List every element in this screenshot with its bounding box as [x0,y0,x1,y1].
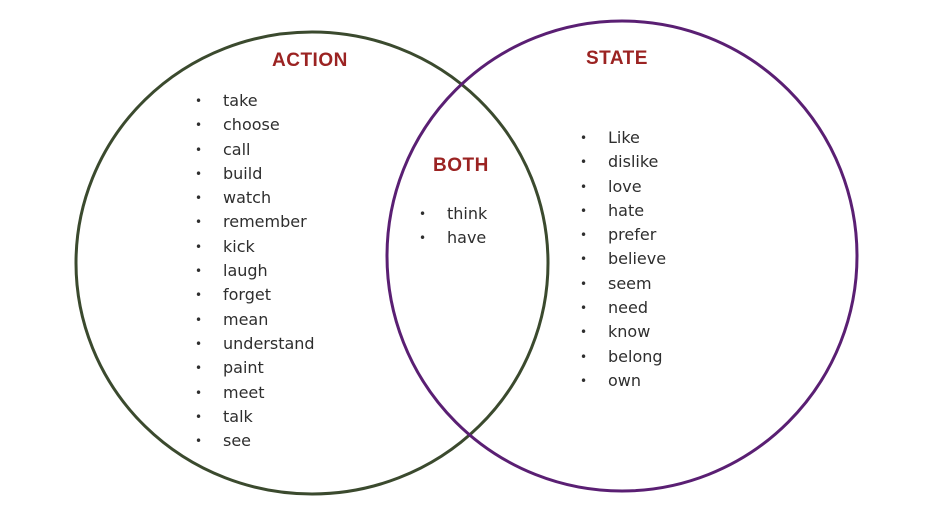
list-item: • hate [580,199,666,223]
list-item-label: belong [608,346,663,366]
list-item: • take [195,89,315,113]
list-item: • see [195,429,315,453]
state-circle [385,19,859,493]
list-item-label: forget [223,285,271,305]
bullet-icon: • [195,191,203,206]
list-item-label: laugh [223,261,268,281]
bullet-icon: • [580,131,588,145]
list-item-label: call [223,139,251,159]
action-circle [74,30,550,496]
list-item: • laugh [195,259,315,283]
bullet-icon: • [580,373,588,388]
list-item: • remember [195,210,315,234]
both-word-list: • think • have [419,202,487,251]
list-item: • watch [195,186,315,210]
list-item-label: see [223,431,252,451]
action-title: ACTION [272,50,348,71]
list-item: • prefer [580,223,666,247]
list-item-label: understand [223,333,315,353]
list-item-label: believe [608,249,667,269]
list-item-label: love [608,176,642,196]
bullet-icon: • [195,434,203,449]
list-item-label: think [447,204,488,223]
list-item: • choose [195,113,315,137]
list-item-label: watch [223,188,272,208]
action-word-list: • take • choose • call • build • watch • remember • k… [195,89,315,453]
list-item-label: hate [608,200,645,220]
bullet-icon: • [580,252,588,267]
list-item-label: kick [223,236,255,256]
list-item-label: mean [223,309,269,329]
list-item-label: build [223,163,263,183]
bullet-icon: • [419,207,427,221]
bullet-icon: • [419,231,427,246]
list-item-label: prefer [608,225,657,245]
list-item-label: know [608,322,651,342]
bullet-icon: • [195,239,203,254]
bullet-icon: • [195,336,203,351]
both-title: BOTH [433,155,489,176]
list-item-label: remember [223,212,307,232]
list-item-label: paint [223,358,264,378]
list-item: • meet [195,381,315,405]
state-word-list: • Like • dislike • love • hate • prefer • believe • s… [580,126,666,393]
list-item-label: dislike [608,152,659,172]
bullet-icon: • [195,312,203,327]
list-item: • talk [195,405,315,429]
list-item-label: need [608,298,648,318]
list-item: • build [195,162,315,186]
bullet-icon: • [195,215,203,230]
bullet-icon: • [580,179,588,194]
bullet-icon: • [580,155,588,170]
list-item: • understand [195,332,315,356]
list-item: • forget [195,283,315,307]
list-item-label: take [223,91,258,110]
bullet-icon: • [195,385,203,400]
bullet-icon: • [580,228,588,243]
bullet-icon: • [580,301,588,316]
list-item: • need [580,296,666,320]
bullet-icon: • [580,349,588,364]
bullet-icon: • [580,276,588,291]
bullet-icon: • [195,94,203,108]
bullet-icon: • [195,361,203,376]
list-item-label: have [447,228,487,248]
list-item-label: Like [608,128,640,147]
list-item: • think [419,202,487,226]
bullet-icon: • [195,409,203,424]
list-item: • paint [195,356,315,380]
list-item: • own [580,369,666,393]
list-item-label: talk [223,406,253,426]
list-item: • call [195,138,315,162]
bullet-icon: • [580,203,588,218]
list-item: • seem [580,272,666,296]
bullet-icon: • [195,118,203,133]
list-item: • believe [580,247,666,271]
bullet-icon: • [195,264,203,279]
list-item-label: own [608,370,642,390]
bullet-icon: • [580,325,588,340]
list-item: • love [580,175,666,199]
list-item: • kick [195,235,315,259]
list-item-label: meet [223,382,265,402]
bullet-icon: • [195,142,203,157]
list-item: • Like [580,126,666,150]
list-item-label: seem [608,273,652,293]
list-item-label: choose [223,115,280,135]
bullet-icon: • [195,166,203,181]
list-item: • know [580,320,666,344]
state-title: STATE [586,48,648,69]
list-item: • dislike [580,150,666,174]
list-item: • mean [195,308,315,332]
list-item: • have [419,226,487,250]
bullet-icon: • [195,288,203,303]
list-item: • belong [580,345,666,369]
